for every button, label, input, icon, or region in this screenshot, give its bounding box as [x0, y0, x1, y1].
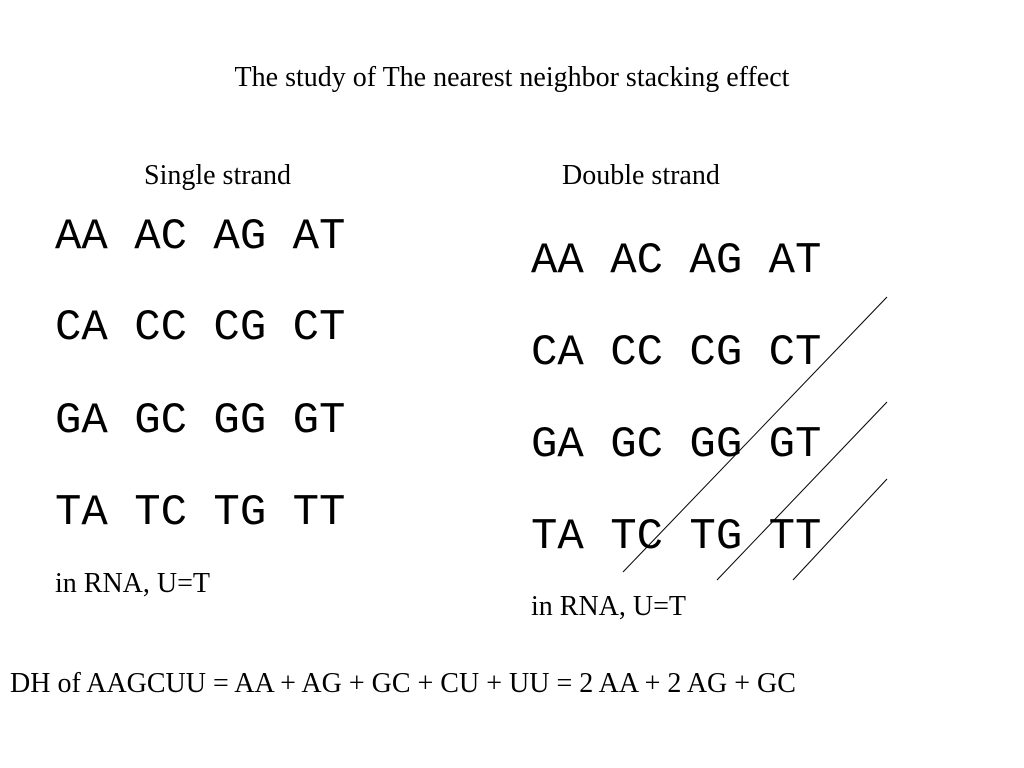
single-strand-row: GA GC GG GT — [55, 396, 346, 446]
double-strand-note: in RNA, U=T — [531, 591, 687, 622]
single-strand-row: CA CC CG CT — [55, 303, 346, 353]
double-strand-row: AA AC AG AT — [531, 236, 822, 286]
double-strand-heading: Double strand — [562, 160, 720, 191]
single-strand-heading: Single strand — [144, 160, 291, 191]
double-strand-row: TA TC TG TT — [531, 512, 822, 562]
double-strand-row: GA GC GG GT — [531, 420, 822, 470]
single-strand-row: TA TC TG TT — [55, 488, 346, 538]
double-strand-row: CA CC CG CT — [531, 328, 822, 378]
single-strand-row: AA AC AG AT — [55, 212, 346, 262]
slide-title: The study of The nearest neighbor stacki… — [234, 62, 790, 93]
formula-line: DH of AAGCUU = AA + AG + GC + CU + UU = … — [10, 668, 796, 699]
single-strand-note: in RNA, U=T — [55, 568, 211, 599]
